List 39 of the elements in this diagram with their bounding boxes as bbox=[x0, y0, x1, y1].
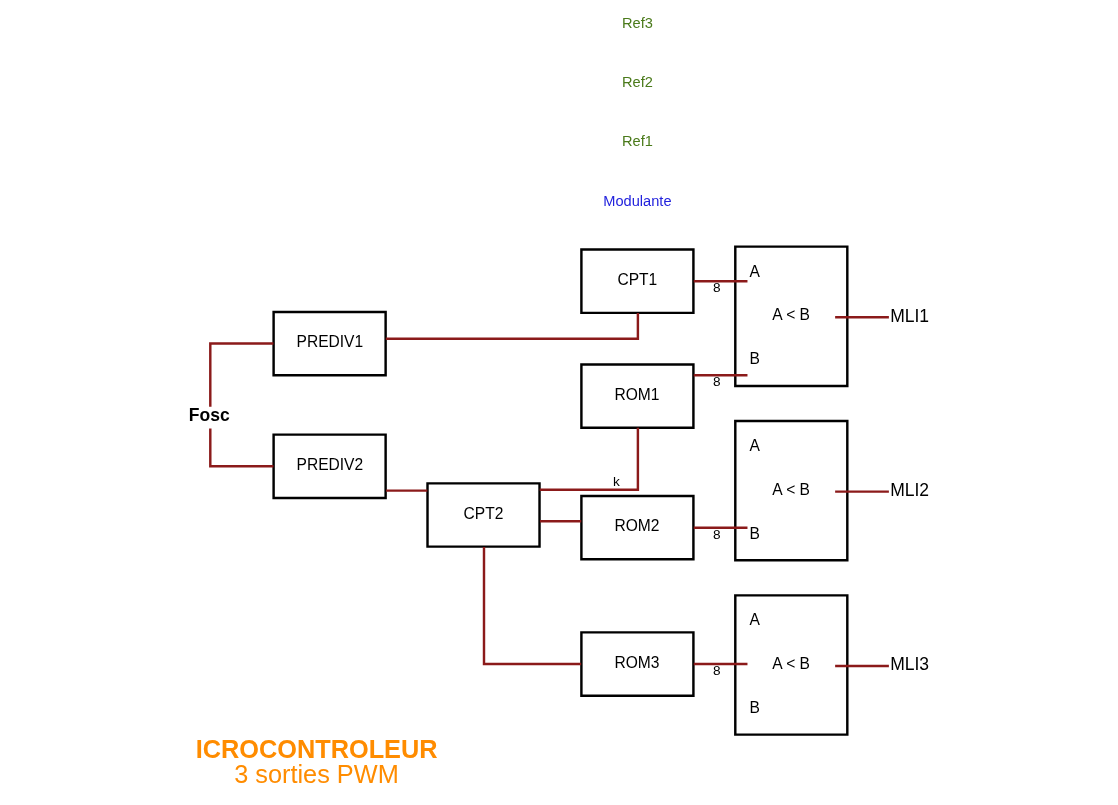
edge-label: 8 bbox=[712, 526, 721, 542]
diagram-title: ICROCONTROLEUR bbox=[195, 734, 438, 763]
node-box: ROM3 bbox=[580, 631, 695, 697]
node-box: ROM1 bbox=[580, 363, 695, 430]
connector bbox=[209, 428, 274, 468]
connector bbox=[209, 342, 274, 407]
label: Ref2 bbox=[621, 73, 653, 90]
edge-label: 8 bbox=[712, 280, 721, 296]
node-box: CPT2 bbox=[426, 482, 541, 548]
connector bbox=[385, 313, 640, 340]
node-box: A A < B B bbox=[734, 245, 849, 388]
connector bbox=[693, 280, 748, 283]
connector bbox=[386, 489, 428, 492]
connector bbox=[835, 316, 889, 319]
connector bbox=[693, 374, 748, 377]
node-box: ROM2 bbox=[580, 494, 695, 561]
edge-label: 8 bbox=[712, 662, 721, 678]
connector bbox=[539, 427, 640, 491]
label: Ref1 bbox=[621, 133, 653, 150]
connector bbox=[693, 526, 748, 529]
connector bbox=[539, 520, 582, 523]
node-text: Fosc bbox=[188, 404, 230, 425]
node-text: MLI1 bbox=[890, 305, 930, 326]
node-box: CPT1 bbox=[580, 248, 695, 315]
label: Ref3 bbox=[621, 14, 653, 31]
label: Modulante bbox=[603, 192, 672, 209]
node-text: MLI2 bbox=[890, 479, 930, 500]
node-box: PREDIV1 bbox=[272, 310, 387, 377]
node-box: A A < B B bbox=[734, 594, 849, 736]
node-box: PREDIV2 bbox=[272, 433, 387, 500]
node-box: A A < B B bbox=[734, 419, 849, 562]
connector bbox=[693, 662, 748, 666]
connector bbox=[482, 546, 582, 666]
edge-label: k bbox=[612, 473, 620, 489]
connector bbox=[835, 490, 889, 493]
connector bbox=[835, 664, 889, 668]
edge-label: 8 bbox=[712, 374, 721, 390]
node-text: MLI3 bbox=[890, 654, 930, 675]
caption: 3 sorties PWM bbox=[234, 760, 399, 789]
